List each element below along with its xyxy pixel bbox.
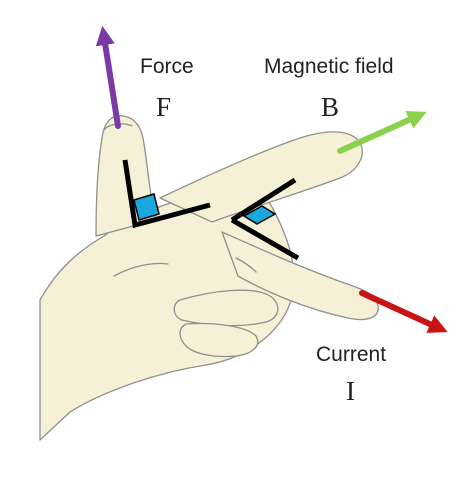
force-symbol: F: [156, 92, 172, 122]
magnetic-field-arrow: [337, 111, 427, 154]
right-angle-marker-force-field: [122, 159, 211, 229]
magnetic-field-label: Magnetic field: [264, 55, 394, 78]
middle-finger: [221, 231, 379, 321]
current-label: Current: [316, 343, 387, 366]
palm-crease: [113, 262, 169, 277]
knuckle-crease: [235, 257, 257, 273]
right-angle-marker-field-current: [230, 177, 300, 261]
current-arrow: [359, 290, 448, 333]
left-hand: [39, 115, 379, 441]
force-label: Force: [140, 55, 194, 78]
current-symbol: I: [346, 376, 355, 406]
ring-finger: [173, 289, 279, 327]
magnetic-field-symbol: B: [321, 92, 340, 122]
little-finger: [179, 322, 259, 358]
force-arrow: [95, 25, 121, 129]
